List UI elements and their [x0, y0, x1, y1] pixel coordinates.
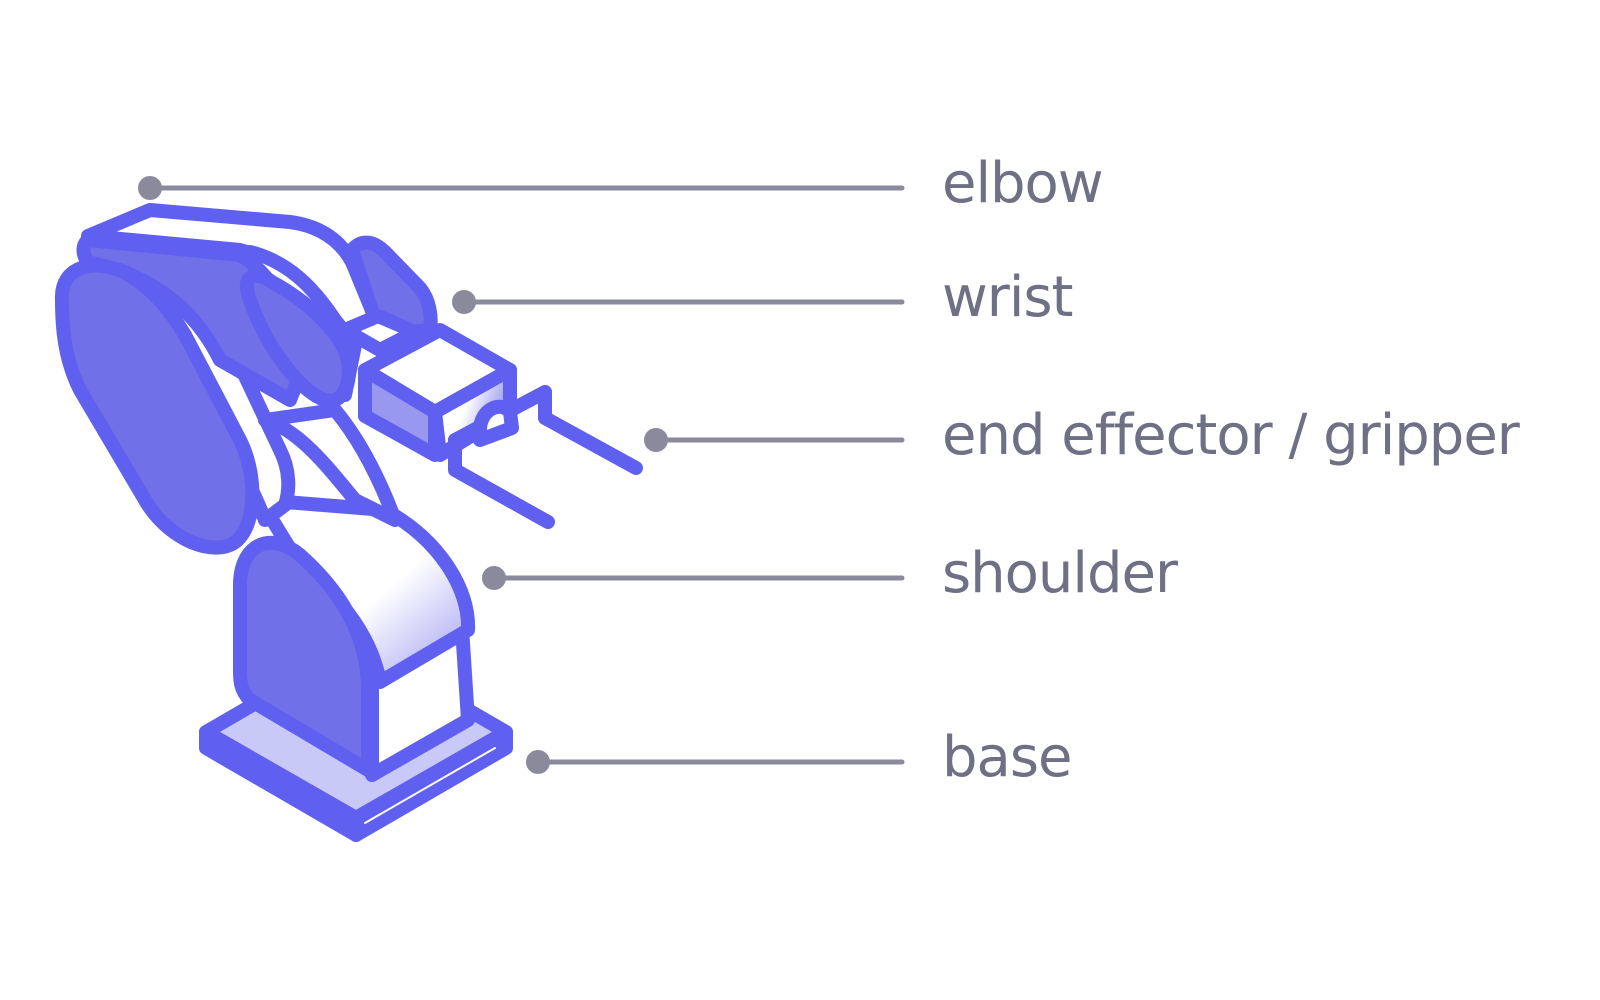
- callout-wrist: wrist: [452, 265, 1074, 330]
- callout-label-elbow: elbow: [942, 151, 1103, 216]
- callout-dot: [526, 750, 550, 774]
- callout-dot: [482, 566, 506, 590]
- gripper: [448, 385, 643, 529]
- callout-elbow: elbow: [138, 151, 1104, 216]
- forearm: [76, 203, 438, 408]
- callout-base: base: [526, 725, 1073, 790]
- callout-dot: [644, 428, 668, 452]
- callout-end-effector: end effector / gripper: [644, 403, 1522, 468]
- callout-label-wrist: wrist: [942, 265, 1073, 330]
- callout-label-base: base: [942, 725, 1072, 790]
- callout-label-end-effector: end effector / gripper: [942, 403, 1521, 468]
- callout-dot: [452, 290, 476, 314]
- pedestal: [233, 493, 476, 782]
- callouts: elbow wrist end effector / gripper shoulder…: [138, 151, 1522, 790]
- callout-shoulder: shoulder: [482, 541, 1180, 606]
- robot-arm-illustration: [55, 203, 643, 842]
- callout-dot: [138, 176, 162, 200]
- callout-label-shoulder: shoulder: [942, 541, 1179, 606]
- upper-arm: [55, 254, 402, 555]
